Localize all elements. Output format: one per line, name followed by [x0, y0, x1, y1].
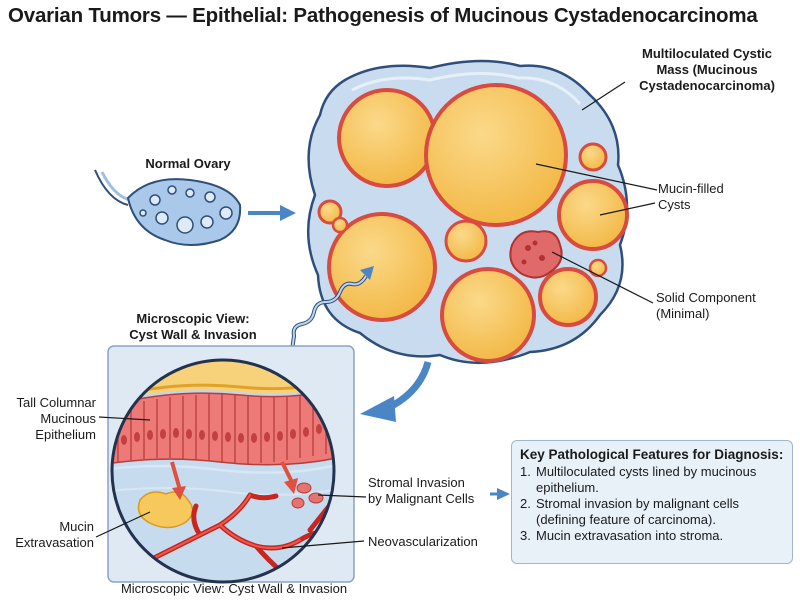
key-feature-number: 2. — [520, 496, 531, 511]
key-features-box: Key Pathological Features for Diagnosis:… — [511, 440, 793, 564]
mucin-ext-label-line2: Extravasation — [15, 535, 94, 550]
stromal-label-line1: Stromal Invasion — [368, 475, 465, 490]
cystic-mass — [307, 59, 629, 364]
progression-arrowhead — [280, 205, 296, 221]
mucin-extravasation-label: Mucin Extravasation — [2, 519, 94, 551]
normal-ovary — [94, 169, 242, 246]
columnar-epithelium-label: Tall Columnar Mucinous Epithelium — [2, 395, 96, 443]
solid-label-line2: (Minimal) — [656, 306, 710, 321]
stromal-label-line2: by Malignant Cells — [368, 491, 475, 506]
columnar-label-line1: Tall Columnar — [16, 395, 96, 410]
key-feature-text: Mucin extravasation into stroma. — [536, 528, 724, 543]
page-title: Ovarian Tumors — Epithelial: Pathogenesi… — [8, 4, 758, 27]
micro-view-caption: Microscopic View: Cyst Wall & Invasion — [120, 581, 348, 596]
mass-label-line3: Cystadenocarcinoma) — [639, 78, 775, 93]
mucin-cysts-label-line2: Cysts — [658, 197, 691, 212]
micro-header-line2: Cyst Wall & Invasion — [129, 327, 257, 342]
stromal-invasion-label: Stromal Invasion by Malignant Cells — [368, 475, 498, 507]
mucin-cysts-label: Mucin-filled Cysts — [658, 181, 748, 213]
key-feature-item: 2. Stromal invasion by malignant cells (… — [520, 496, 784, 528]
solid-label-line1: Solid Component — [656, 290, 756, 305]
key-feature-number: 1. — [520, 464, 531, 479]
micro-header-line1: Microscopic View: — [136, 311, 250, 326]
neovascularization-label: Neovascularization — [368, 534, 478, 549]
solid-component-label: Solid Component (Minimal) — [656, 290, 776, 322]
key-feature-item: 1. Multiloculated cysts lined by mucinou… — [520, 464, 784, 496]
mucin-cysts-label-line1: Mucin-filled — [658, 181, 724, 196]
mucin-ext-label-line1: Mucin — [59, 519, 94, 534]
solid-component — [509, 230, 563, 279]
mass-label: Multiloculated Cystic Mass (Mucinous Cys… — [622, 46, 792, 94]
mass-label-line2: Mass (Mucinous — [656, 62, 758, 77]
normal-ovary-label: Normal Ovary — [145, 156, 231, 171]
key-feature-number: 3. — [520, 528, 531, 543]
columnar-label-line3: Epithelium — [35, 427, 96, 442]
key-feature-text: Stromal invasion by malignant cells (def… — [536, 496, 740, 527]
key-feature-text: Multiloculated cysts lined by mucinous e… — [536, 464, 757, 495]
columnar-label-line2: Mucinous — [40, 411, 96, 426]
mass-label-line1: Multiloculated Cystic — [641, 46, 773, 61]
micro-view-circle — [112, 360, 334, 582]
micro-view-header: Microscopic View: Cyst Wall & Invasion — [113, 311, 273, 343]
key-features-title: Key Pathological Features for Diagnosis: — [520, 447, 784, 462]
key-feature-item: 3. Mucin extravasation into stroma. — [520, 528, 784, 544]
